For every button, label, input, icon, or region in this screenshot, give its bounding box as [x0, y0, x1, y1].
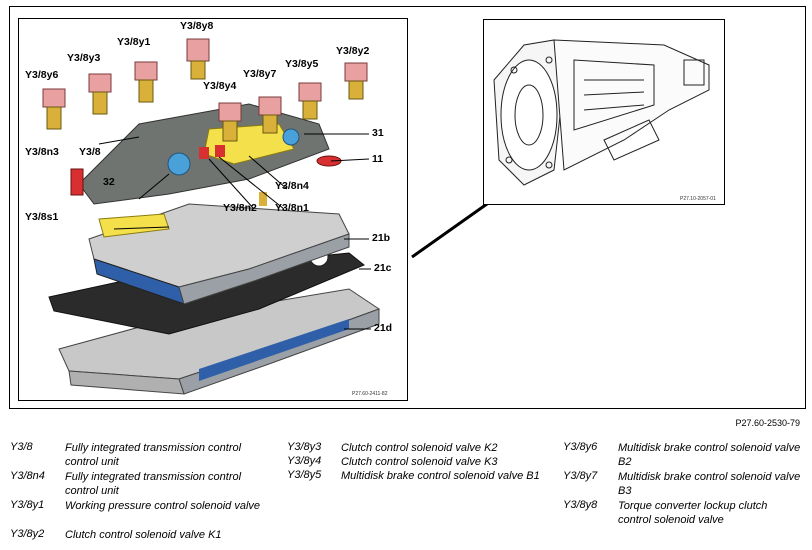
- callout-21c: 21c: [374, 262, 392, 274]
- callout-y3-8y3: Y3/8y3: [67, 52, 101, 64]
- legend-entry: Y3/8y1 Working pressure control solenoid…: [10, 499, 280, 528]
- legend-column-3: Y3/8y6 Multidisk brake control solenoid …: [563, 441, 808, 528]
- legend-code: Y3/8y8: [563, 499, 598, 511]
- exploded-view-drawing: [42, 38, 381, 395]
- legend-description: Torque converter lockup clutch control s…: [618, 500, 768, 526]
- legend-entry: Y3/8y5 Multidisk brake control solenoid …: [287, 469, 557, 498]
- callout-y3-8y6: Y3/8y6: [25, 69, 59, 81]
- callout-y3-8y5: Y3/8y5: [285, 58, 319, 70]
- solenoid-y3-8y7: [258, 96, 282, 134]
- callout-21b: 21b: [372, 232, 391, 244]
- solenoid-valves: [42, 38, 368, 142]
- legend-code: Y3/8y4: [287, 455, 322, 467]
- figure-reference: P27.60-2530-79: [735, 418, 800, 428]
- exploded-view-panel: Y3/8y8 Y3/8y1 Y3/8y3 Y3/8y2 Y3/8y6 Y3/8y…: [18, 18, 408, 401]
- solenoid-y3-8y1: [134, 61, 158, 103]
- legend-code: Y3/8: [10, 441, 33, 453]
- legend-entry: Y3/8y3 Clutch control solenoid valve K2: [287, 441, 557, 455]
- legend-code: Y3/8y1: [10, 499, 45, 511]
- solenoid-y3-8y5: [298, 82, 322, 120]
- legend-entry: Y3/8n4 Fully integrated transmission con…: [10, 470, 280, 499]
- legend-description: Multidisk brake control solenoid valve B…: [618, 442, 801, 468]
- legend-code: Y3/8y2: [10, 528, 45, 540]
- legend-code: Y3/8y3: [287, 441, 322, 453]
- callout-y3-8y1: Y3/8y1: [117, 36, 151, 48]
- callout-y3-8y2: Y3/8y2: [336, 45, 370, 57]
- legend-description: Clutch control solenoid valve K3: [341, 456, 498, 468]
- callout-31: 31: [372, 127, 384, 139]
- callout-y3-8n1: Y3/8n1: [275, 202, 309, 214]
- connector-line: [411, 197, 495, 259]
- callout-21d: 21d: [374, 322, 393, 334]
- callout-y3-8: Y3/8: [79, 146, 101, 158]
- legend-column-2: Y3/8y3 Clutch control solenoid valve K2 …: [287, 441, 557, 498]
- legend-description: Clutch control solenoid valve K2: [341, 442, 498, 454]
- valve-body-lower: [58, 288, 381, 395]
- legend-entry: Y3/8y8 Torque converter lockup clutch co…: [563, 499, 808, 528]
- legend-code: Y3/8y5: [287, 469, 322, 481]
- callout-y3-8n2: Y3/8n2: [223, 202, 257, 214]
- legend-description: Multidisk brake control solenoid valve B…: [618, 471, 801, 497]
- callout-11: 11: [372, 153, 384, 165]
- callout-y3-8y8: Y3/8y8: [180, 20, 214, 32]
- solenoid-y3-8y8: [186, 38, 210, 80]
- leader-lines: [98, 133, 371, 330]
- callout-y3-8y7: Y3/8y7: [243, 68, 277, 80]
- legend-code: Y3/8y6: [563, 441, 598, 453]
- legend-description: Multidisk brake control solenoid valve B…: [341, 470, 540, 482]
- solenoid-y3-8y3: [88, 73, 112, 115]
- transmission-drawing: [493, 39, 710, 186]
- figure-frame: Y3/8y8 Y3/8y1 Y3/8y3 Y3/8y2 Y3/8y6 Y3/8y…: [9, 6, 806, 409]
- legend-description: Clutch control solenoid valve K1: [65, 529, 222, 541]
- legend-entry: Y3/8 Fully integrated transmission contr…: [10, 441, 280, 470]
- legend-column-1: Y3/8 Fully integrated transmission contr…: [10, 441, 280, 542]
- solenoid-y3-8y6: [42, 88, 66, 130]
- transmission-panel: P27.10-2057-01: [483, 19, 725, 205]
- legend-code: Y3/8n4: [10, 470, 45, 482]
- solenoid-y3-8y4: [218, 102, 242, 142]
- legend-description: Working pressure control solenoid valve: [65, 500, 261, 512]
- callout-y3-8n4: Y3/8n4: [275, 180, 309, 192]
- callout-y3-8y4: Y3/8y4: [203, 80, 237, 92]
- transmission-panel-ref: P27.10-2057-01: [680, 196, 716, 202]
- legend-description: Fully integrated transmission control co…: [65, 442, 242, 468]
- legend-entry: Y3/8y7 Multidisk brake control solenoid …: [563, 470, 808, 499]
- legend-description: Fully integrated transmission control co…: [65, 471, 242, 497]
- solenoid-y3-8y2: [344, 62, 368, 100]
- callout-y3-8n3: Y3/8n3: [25, 146, 59, 158]
- legend-entry: Y3/8y4 Clutch control solenoid valve K3: [287, 455, 557, 469]
- callout-32: 32: [103, 176, 115, 188]
- legend-entry: Y3/8y2 Clutch control solenoid valve K1: [10, 528, 280, 542]
- exploded-panel-ref: P27.60-2411-82: [352, 391, 388, 397]
- legend-entry: Y3/8y6 Multidisk brake control solenoid …: [563, 441, 808, 470]
- callout-y3-8s1: Y3/8s1: [25, 211, 59, 223]
- legend-code: Y3/8y7: [563, 470, 598, 482]
